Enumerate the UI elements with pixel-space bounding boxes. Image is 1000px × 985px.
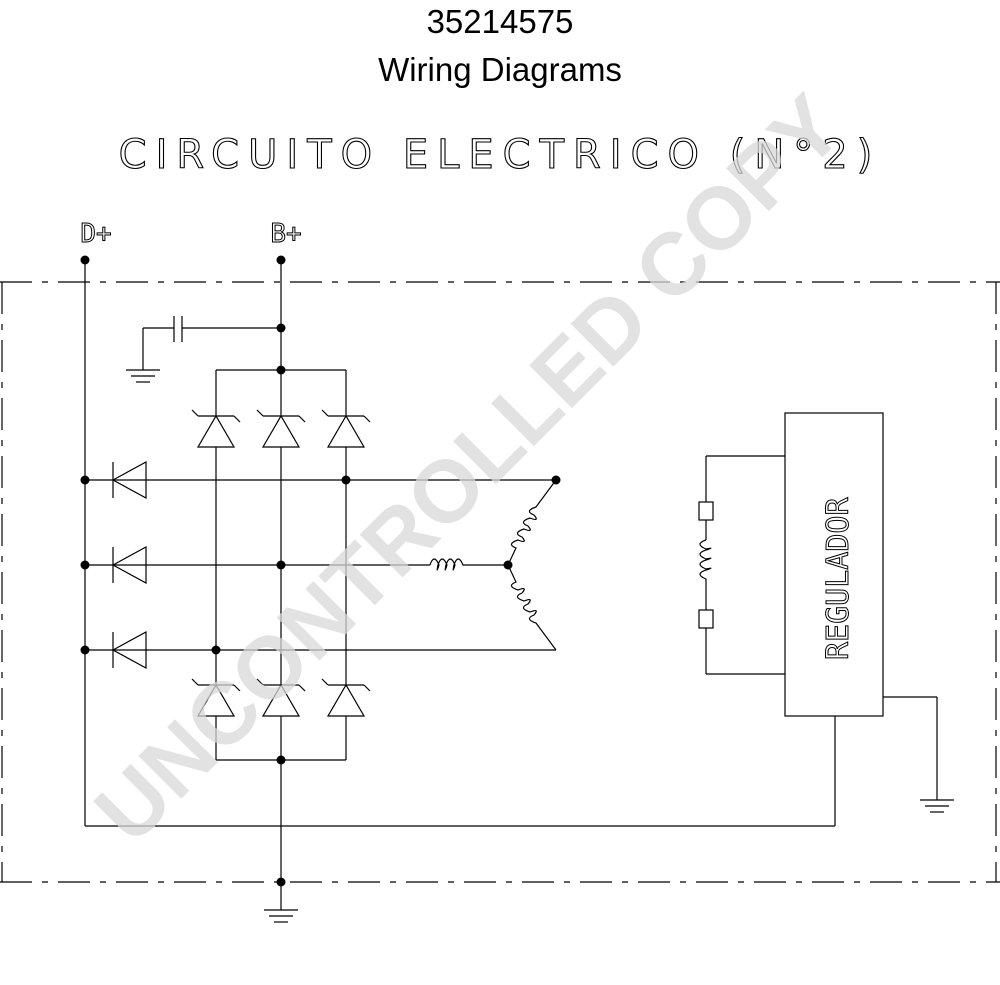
exciter-diode-3: [111, 630, 147, 670]
exciter-diode-2: [111, 545, 147, 585]
zener-diode-upper-3: [321, 409, 371, 685]
field-winding: [698, 455, 785, 675]
regulator: REGULADOR: [784, 412, 954, 813]
terminal-b-plus-label: B+: [270, 219, 301, 249]
document-number: 35214575: [426, 3, 574, 40]
stator-windings: [429, 475, 561, 651]
document-title: Wiring Diagrams: [378, 51, 622, 88]
circuit-title: CIRCUITO ELECTRICO (N°2): [119, 132, 882, 178]
lower-zener-diodes: [191, 650, 371, 923]
uncontrolled-copy-watermark: UNCONTROLLED COPY: [76, 76, 862, 862]
b-plus-bus: [215, 255, 347, 416]
zener-diode-upper-1: [191, 409, 241, 650]
zener-diode-lower-3: [321, 678, 371, 717]
document-header: 35214575 Wiring Diagrams: [0, 0, 1000, 88]
exciter-diodes: [80, 460, 556, 670]
terminal-d-plus-label: D+: [80, 219, 111, 249]
regulator-label: REGULADOR: [821, 497, 856, 660]
alternator-boundary: [0, 281, 1000, 883]
d-plus-bus: [80, 255, 836, 827]
suppression-capacitor: [126, 316, 281, 383]
exciter-diode-1: [111, 460, 147, 500]
